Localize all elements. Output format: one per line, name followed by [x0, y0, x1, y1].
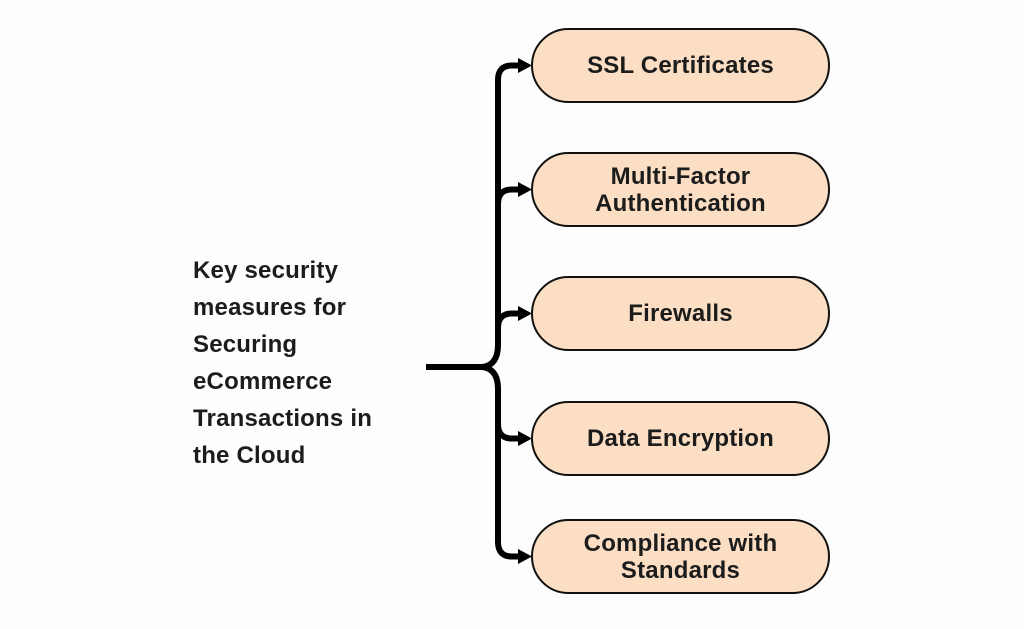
arrowhead-firewalls-icon: [518, 306, 532, 321]
diagram-title: Key security measures for Securing eComm…: [193, 252, 423, 474]
node-label: Compliance with Standards: [583, 529, 778, 584]
title-line-3: Securing: [193, 331, 298, 358]
connector-branch-multi-factor: [495, 186, 523, 207]
node-data-encryption: Data Encryption: [531, 401, 830, 476]
connector-trunk-upper: [479, 62, 523, 370]
arrowhead-multi-factor-icon: [518, 182, 532, 197]
title-line-5: Transactions in: [193, 405, 373, 432]
connector-branch-firewalls: [495, 310, 523, 331]
title-line-2: measures for: [193, 294, 347, 321]
title-line-6: the Cloud: [193, 442, 306, 469]
connector-trunk-lower: [479, 364, 523, 560]
arrowhead-data-encryption-icon: [518, 431, 532, 446]
node-compliance-with-standards: Compliance with Standards: [531, 519, 830, 594]
title-line-4: eCommerce: [193, 368, 333, 395]
connector-branch-data-encryption: [495, 421, 523, 442]
node-label: Firewalls: [628, 300, 733, 327]
arrowhead-ssl-certificates-icon: [518, 58, 532, 73]
arrowhead-compliance-icon: [518, 549, 532, 564]
title-line-1: Key security: [193, 257, 339, 284]
node-multi-factor-authentication: Multi-Factor Authentication: [531, 152, 830, 227]
node-ssl-certificates: SSL Certificates: [531, 28, 830, 103]
node-label: SSL Certificates: [587, 52, 774, 79]
node-firewalls: Firewalls: [531, 276, 830, 351]
node-label: Multi-Factor Authentication: [595, 162, 766, 217]
node-label: Data Encryption: [586, 425, 775, 452]
